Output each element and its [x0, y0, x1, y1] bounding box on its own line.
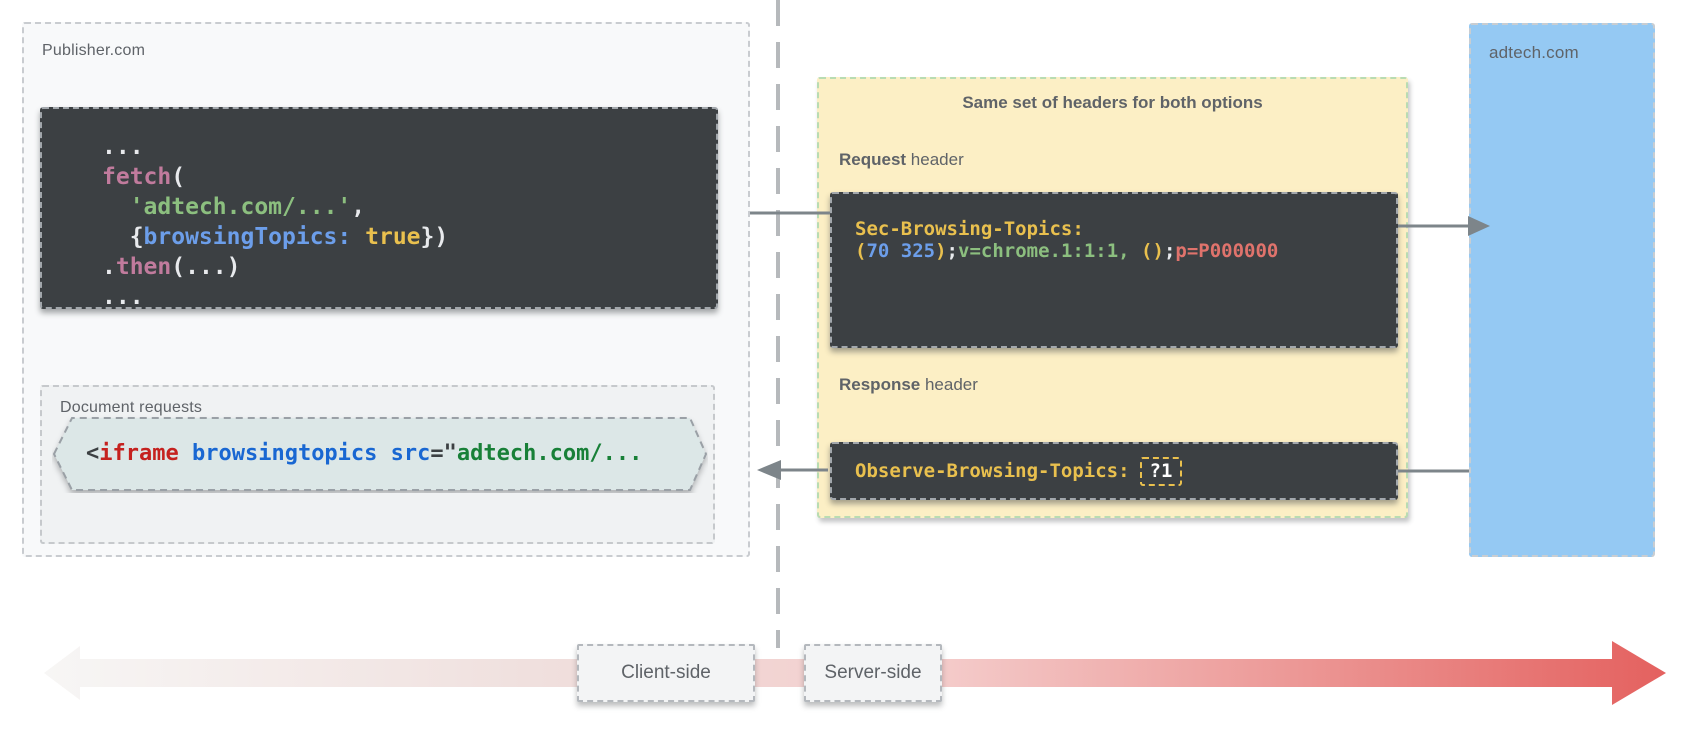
request-header-label-rest: header	[906, 150, 964, 169]
publisher-box: Publisher.com ...fetch( 'adtech.com/...'…	[22, 22, 750, 557]
response-to-publisher-arrowhead	[757, 460, 781, 480]
client-side-label: Client-side	[577, 644, 755, 702]
timeline-left-arrowhead	[44, 646, 80, 700]
response-header-code-block: Observe-Browsing-Topics: ?1	[830, 442, 1398, 500]
publisher-label: Publisher.com	[42, 42, 146, 59]
headers-panel-title: Same set of headers for both options	[962, 93, 1263, 112]
server-side-label: Server-side	[804, 644, 942, 702]
client-side-label-text: Client-side	[621, 662, 711, 683]
server-side-label-text: Server-side	[824, 662, 922, 683]
hexagon-tag-shape	[52, 417, 708, 491]
iframe-snippet-shape: <iframe browsingtopics src="adtech.com/.…	[52, 415, 708, 493]
headers-panel: Same set of headers for both options Req…	[817, 77, 1408, 518]
adtech-box: adtech.com	[1469, 23, 1655, 557]
request-header-label-bold: Request	[839, 150, 907, 169]
response-header-label: Response header	[839, 375, 978, 395]
response-header-label-rest: header	[920, 375, 978, 394]
response-header-code: Observe-Browsing-Topics:	[855, 460, 1130, 482]
request-header-code-block: Sec-Browsing-Topics:(70 325);v=chrome.1:…	[830, 192, 1398, 348]
response-header-label-bold: Response	[839, 375, 921, 394]
request-header-label: Request header	[839, 150, 964, 170]
response-value-badge: ?1	[1139, 456, 1183, 486]
iframe-code: <iframe browsingtopics src="adtech.com/.…	[86, 440, 643, 466]
timeline-right-arrowhead	[1612, 641, 1666, 705]
document-requests-box: Document requests <iframe browsingtopics…	[40, 385, 715, 544]
fetch-code-block: ...fetch( 'adtech.com/...', {browsingTop…	[40, 107, 718, 310]
document-requests-label: Document requests	[60, 399, 203, 416]
adtech-label: adtech.com	[1489, 43, 1579, 62]
